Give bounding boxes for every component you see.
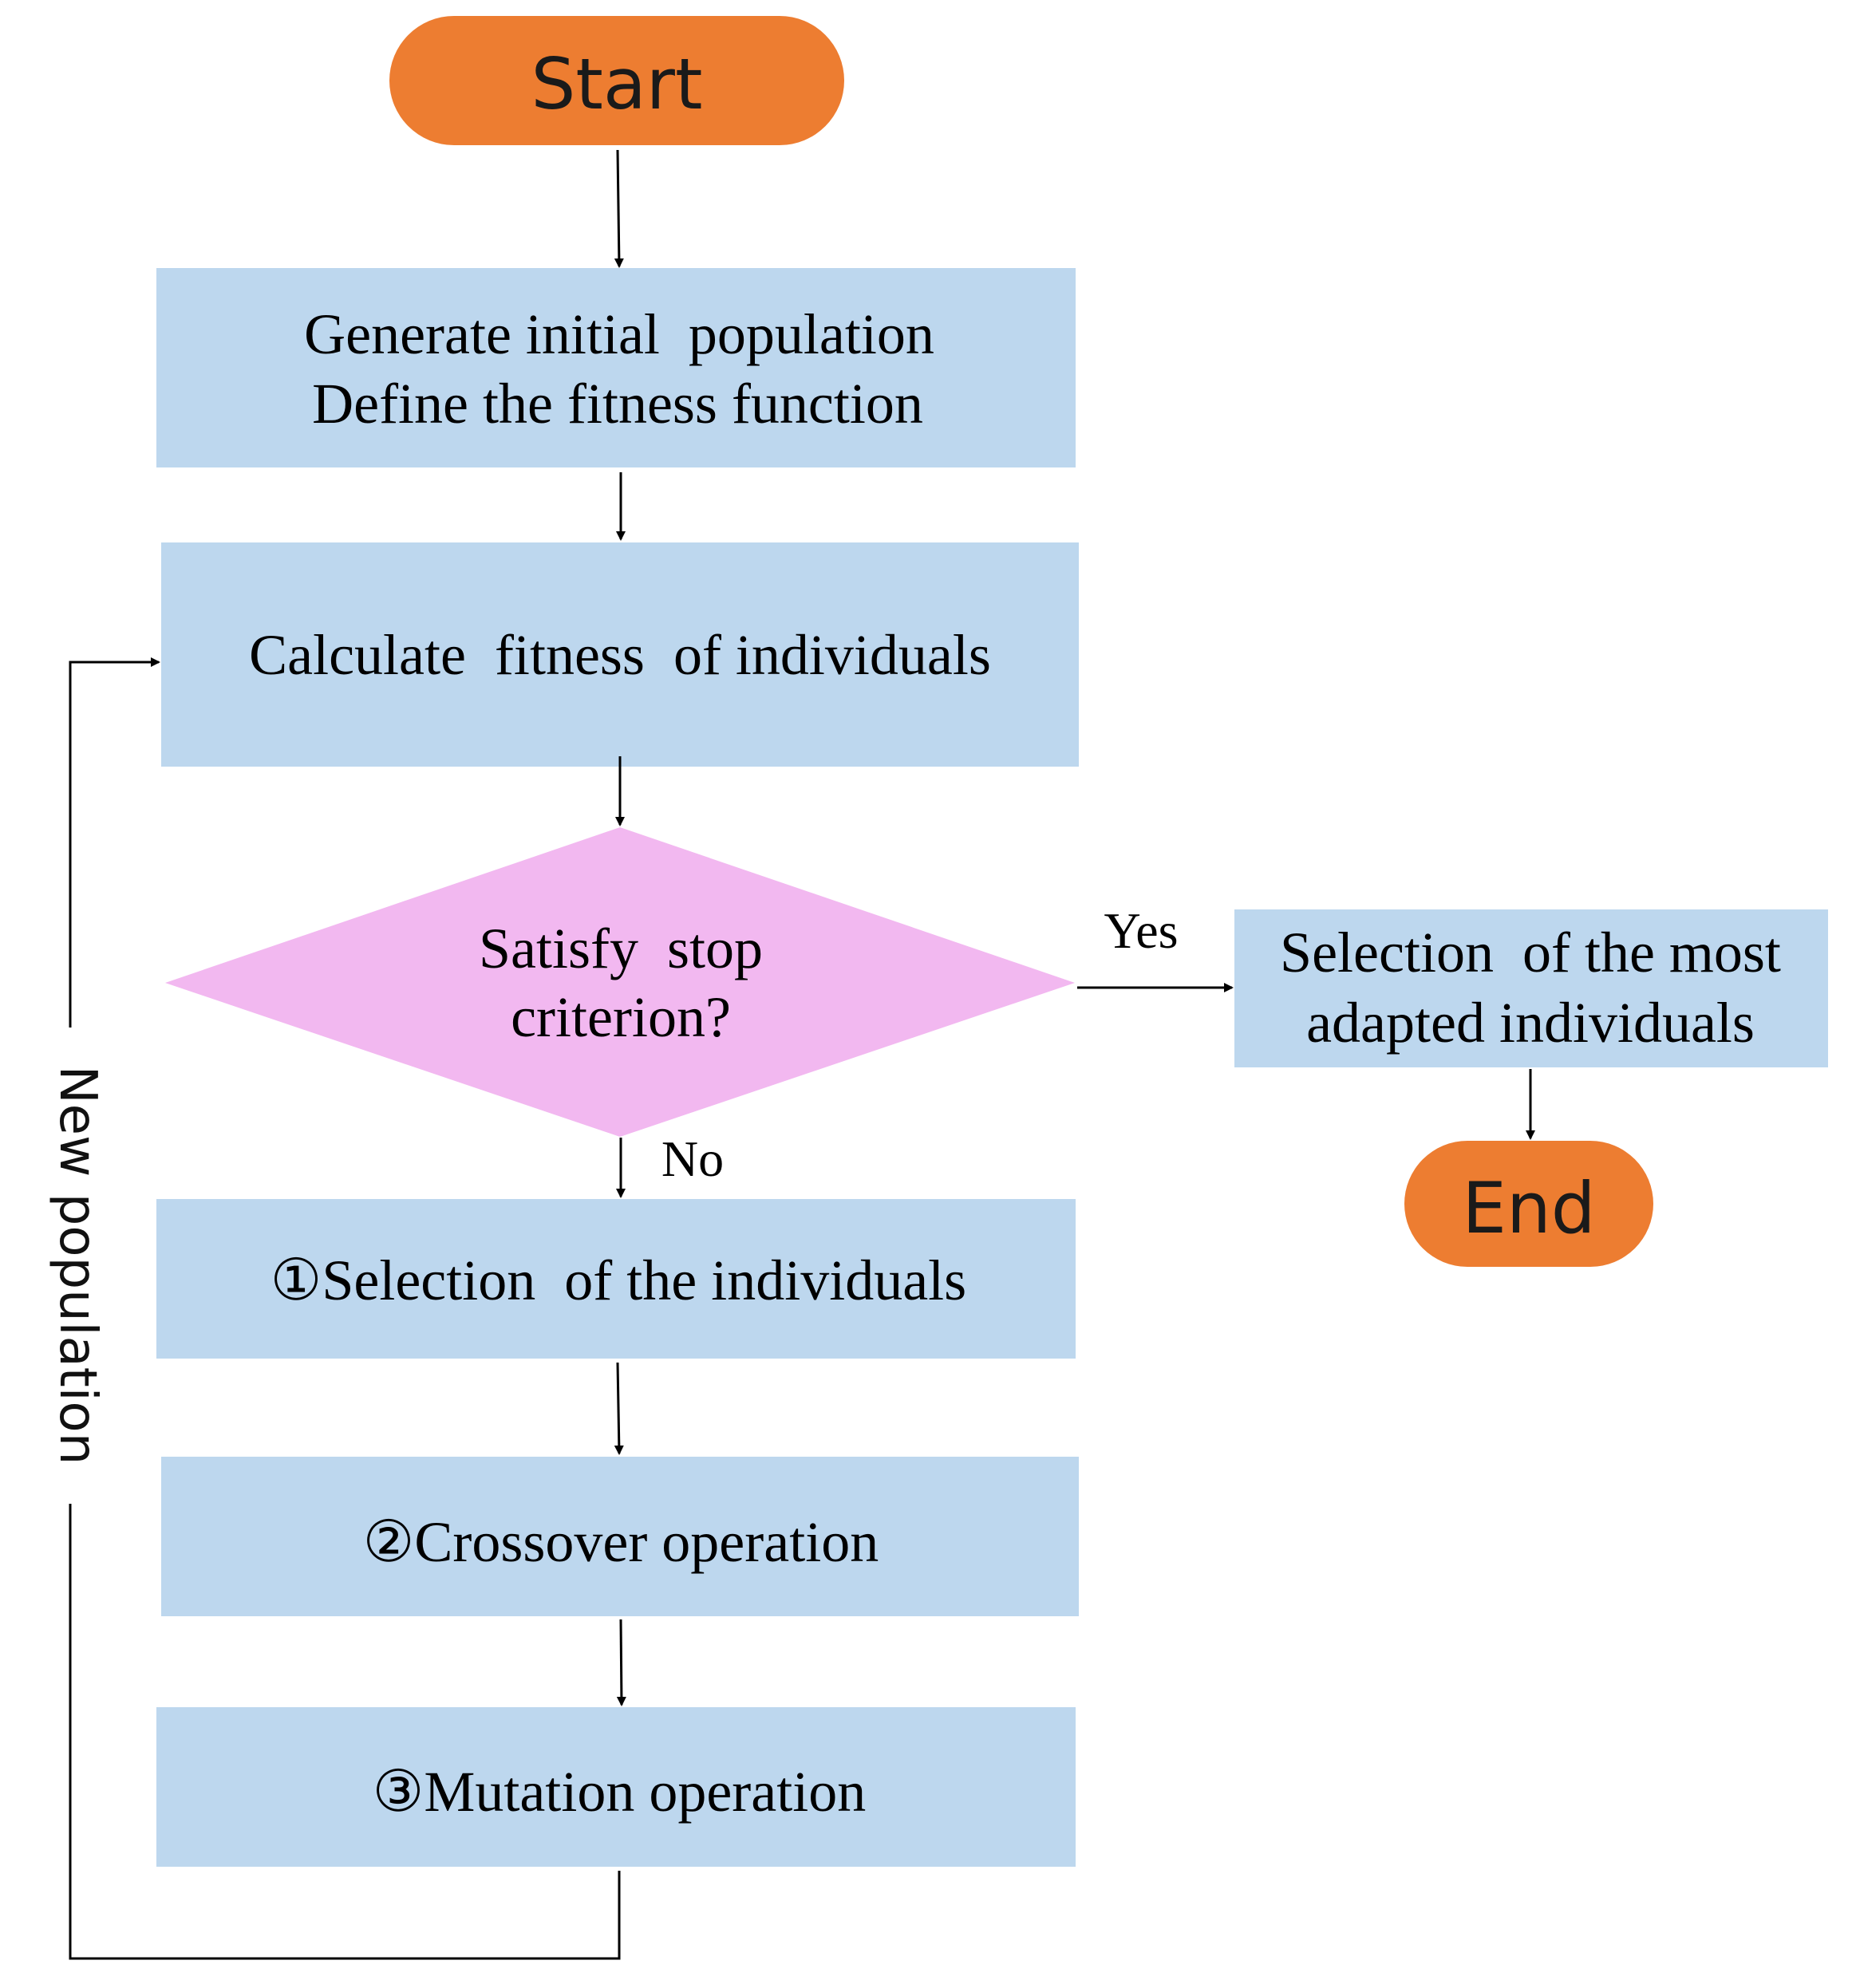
init-step: Generate initial population Define the f…: [156, 268, 1076, 467]
end-shape: [1404, 1141, 1653, 1267]
decision-line2: criterion?: [511, 985, 731, 1049]
decision-line1: Satisfy stop: [479, 917, 763, 980]
final-selection-step: Selection of the most adapted individual…: [1234, 909, 1828, 1067]
start-label: Start: [531, 43, 703, 125]
crossover-step-box: [161, 1457, 1079, 1616]
loop-line-bottom: [69, 1504, 621, 1960]
decision-diamond: [165, 827, 1075, 1137]
arrow-crossover-to-mutation: [616, 1619, 626, 1706]
selection-step-box: [156, 1199, 1076, 1359]
calc-step-label: Calculate fitness of individuals: [249, 623, 991, 687]
init-step-line2: Define the fitness function: [312, 372, 923, 436]
final-selection-box: [1234, 909, 1828, 1067]
yes-label: Yes: [1104, 902, 1178, 959]
crossover-step: ②Crossover operation: [161, 1457, 1079, 1616]
loop-line-top: [69, 657, 160, 1028]
calc-step: Calculate fitness of individuals: [161, 542, 1079, 767]
mutation-step-box: [156, 1707, 1076, 1867]
mutation-step: ③Mutation operation: [156, 1707, 1076, 1867]
new-population-label: New population: [48, 1066, 107, 1465]
crossover-step-label: ②Crossover operation: [363, 1510, 879, 1574]
init-step-line1: Generate initial population: [304, 302, 934, 366]
selection-step-label: ①Selection of the individuals: [271, 1248, 966, 1312]
arrow-start-to-init: [614, 149, 624, 268]
calc-step-box: [161, 542, 1079, 767]
end-terminal: End: [1404, 1141, 1653, 1267]
final-selection-line2: adapted individuals: [1306, 991, 1755, 1055]
start-terminal: Start: [389, 16, 844, 145]
start-shape: [389, 16, 844, 145]
selection-step: ①Selection of the individuals: [156, 1199, 1076, 1359]
connectors: [69, 149, 1535, 1960]
final-selection-line1: Selection of the most: [1280, 921, 1781, 984]
stop-criterion-decision: Satisfy stop criterion?: [165, 827, 1075, 1137]
end-label: End: [1462, 1167, 1595, 1249]
arrow-selection-to-crossover: [614, 1362, 624, 1455]
no-label: No: [661, 1130, 724, 1187]
mutation-step-label: ③Mutation operation: [373, 1760, 866, 1824]
init-step-box: [156, 268, 1076, 467]
